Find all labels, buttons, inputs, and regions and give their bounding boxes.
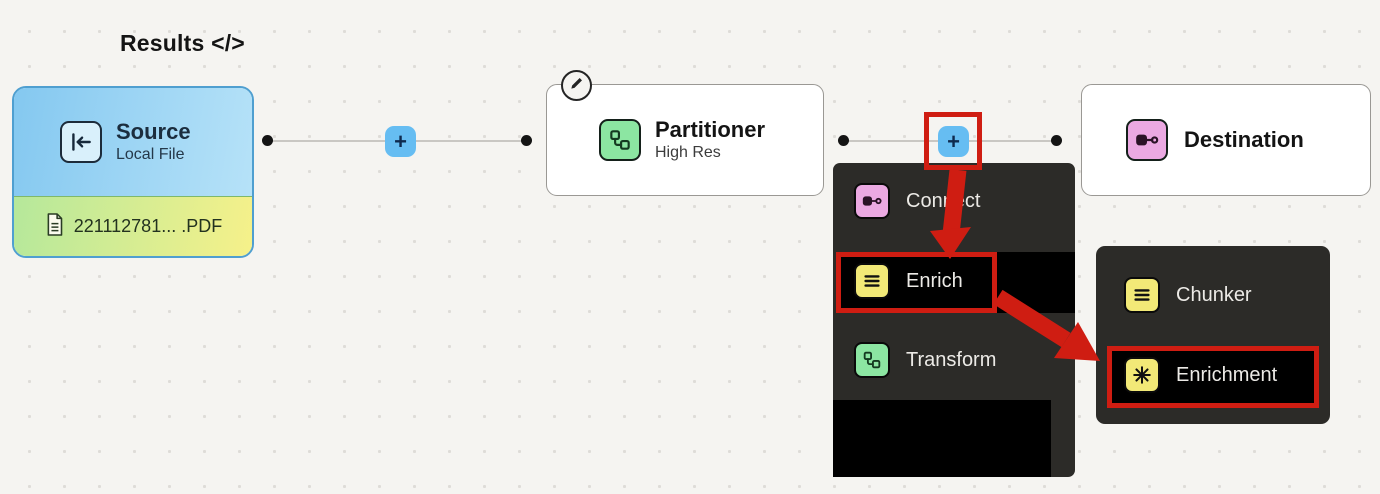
add-node-button-right[interactable]: +	[938, 126, 969, 157]
edit-partitioner-button[interactable]	[561, 70, 592, 101]
source-node-header: Source Local File	[14, 88, 252, 197]
redacted-block	[833, 400, 1051, 477]
menu-item-connect[interactable]: Connect	[854, 183, 981, 219]
menu-item-label: Connect	[906, 189, 981, 212]
menu-item-label: Transform	[906, 348, 997, 371]
submenu-item-label: Enrichment	[1176, 363, 1278, 386]
enrich-submenu: Chunker Enrichment	[1096, 246, 1330, 424]
pencil-icon	[569, 75, 585, 96]
edge-endpoint-dot	[1051, 135, 1062, 146]
submenu-item-label: Chunker	[1176, 283, 1252, 306]
menu-item-label: Enrich	[906, 269, 963, 292]
redacted-block	[996, 252, 1075, 313]
connection-icon	[1126, 119, 1168, 161]
destination-title: Destination	[1184, 126, 1304, 152]
source-node[interactable]: Source Local File 221112781... .PDF	[12, 86, 254, 258]
connection-icon	[854, 183, 890, 219]
destination-node[interactable]: Destination	[1081, 84, 1371, 196]
import-icon	[60, 121, 102, 164]
menu-item-transform[interactable]: Transform	[854, 342, 996, 378]
document-icon	[44, 212, 65, 242]
source-title: Source	[116, 118, 191, 144]
workflow-icon	[854, 342, 890, 378]
menu-item-enrich-highlight[interactable]: Enrich	[854, 263, 963, 299]
submenu-item-enrichment-highlight[interactable]: Enrichment	[1124, 357, 1277, 393]
workflow-icon	[599, 119, 641, 161]
source-subtitle: Local File	[116, 146, 185, 164]
file-name: 221112781... .PDF	[73, 216, 223, 237]
partitioner-node[interactable]: Partitioner High Res	[546, 84, 824, 196]
edge-endpoint-dot	[262, 135, 273, 146]
partitioner-title: Partitioner	[655, 116, 766, 142]
asterisk-icon	[1124, 357, 1160, 393]
edge-endpoint-dot	[521, 135, 532, 146]
list-icon	[854, 263, 890, 299]
source-file-chip[interactable]: 221112781... .PDF	[14, 196, 252, 256]
list-icon	[1124, 277, 1160, 313]
results-toggle[interactable]: Results </>	[120, 30, 245, 56]
partitioner-subtitle: High Res	[655, 144, 721, 162]
add-node-button-left[interactable]: +	[385, 126, 416, 157]
submenu-item-chunker[interactable]: Chunker	[1124, 277, 1252, 313]
edge-endpoint-dot	[838, 135, 849, 146]
